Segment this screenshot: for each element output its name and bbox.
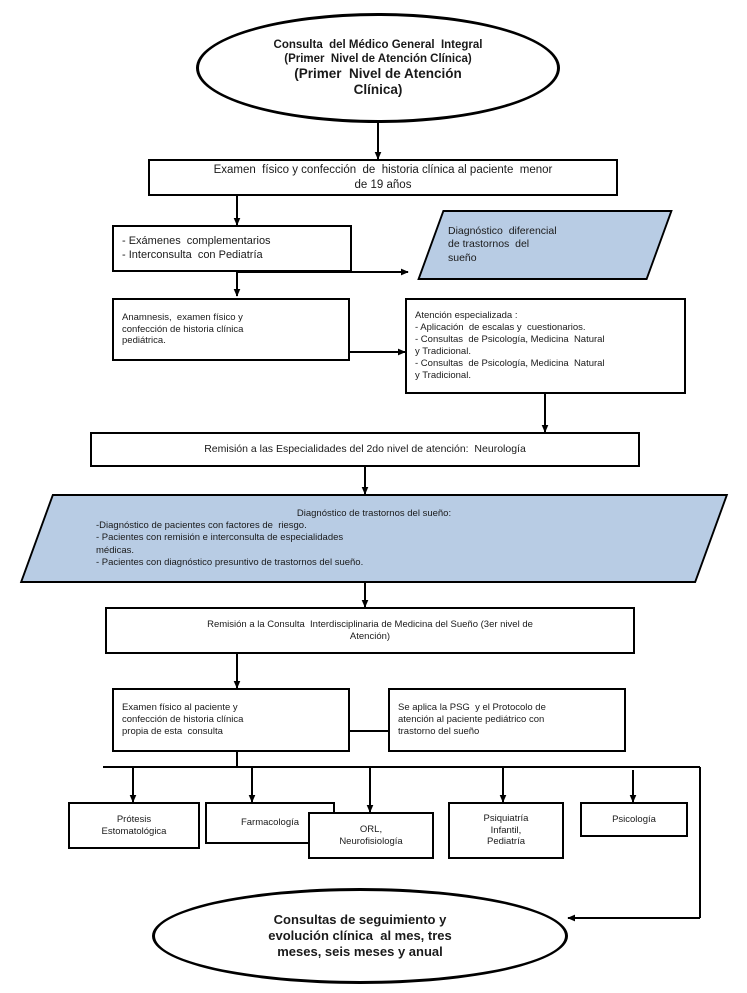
exam-physical-box: Examen físico y confección de historia c…: [148, 159, 618, 196]
differential-diagnosis-parallelogram: Diagnóstico diferencial de trastornos de…: [417, 210, 673, 280]
psiquiatria-line-1: Psiquiatría: [483, 812, 529, 824]
exam-line-1: Examen físico y confección de historia c…: [213, 164, 553, 177]
protesis-line-1: Prótesis: [116, 813, 152, 825]
anamnesis-line-2: confección de historia clínica: [122, 323, 244, 335]
consultation-exam-box: Examen físico al paciente y confección d…: [112, 688, 350, 752]
farmacologia-line-1: Farmacología: [240, 817, 300, 829]
psg-protocol-box: Se aplica la PSG y el Protocolo de atenc…: [388, 688, 626, 752]
specialty-box-protesis: Prótesis Estomatológica: [68, 802, 200, 849]
atencion-line-5: - Consultas de Psicología, Medicina Natu…: [415, 357, 605, 369]
anamnesis-box: Anamnesis, examen físico y confección de…: [112, 298, 350, 361]
diag-trastornos-line-4: - Pacientes con diagnóstico presuntivo d…: [96, 557, 364, 569]
diag-diferencial-line-1: Diagnóstico diferencial: [448, 224, 557, 237]
end-line-3: meses, seis meses y anual: [277, 943, 443, 959]
specialty-box-psiquiatria: Psiquiatría Infantil, Pediatría: [448, 802, 564, 859]
referral-third-level-box: Remisión a la Consulta Interdisciplinari…: [105, 607, 635, 654]
psicologia-line-1: Psicología: [612, 813, 656, 825]
specialty-box-orl: ORL, Neurofisiología: [308, 812, 434, 859]
examen-consulta-line-1: Examen físico al paciente y: [122, 702, 238, 714]
specialty-box-psicologia: Psicología: [580, 802, 688, 837]
start-line-2: (Primer Nivel de Atención Clínica): [284, 52, 472, 65]
anamnesis-line-1: Anamnesis, examen físico y: [122, 311, 243, 323]
start-line-1: Consulta del Médico General Integral: [273, 38, 483, 51]
complementarios-line-2: - Interconsulta con Pediatría: [122, 248, 263, 261]
examen-consulta-line-3: propia de esta consulta: [122, 725, 223, 737]
specialized-care-box: Atención especializada : - Aplicación de…: [405, 298, 686, 394]
complementary-exams-box: - Exámenes complementarios - Interconsul…: [112, 225, 352, 272]
diag-trastornos-line-2: - Pacientes con remisión e interconsulta…: [96, 532, 344, 544]
examen-consulta-line-2: confección de historia clínica: [122, 714, 244, 726]
psg-line-3: trastorno del sueño: [398, 725, 480, 737]
start-line-3: (Primer Nivel de Atención: [294, 65, 462, 81]
exam-line-2: de 19 años: [354, 178, 412, 191]
end-line-2: evolución clínica al mes, tres: [268, 928, 452, 944]
remision-3er-line-2: Atención): [349, 630, 391, 642]
psiquiatria-line-3: Pediatría: [486, 836, 526, 848]
atencion-line-6: y Tradicional.: [415, 369, 471, 381]
end-terminator: Consultas de seguimiento y evolución clí…: [152, 888, 568, 984]
diag-trastornos-line-3: médicas.: [96, 544, 135, 556]
atencion-line-4: y Tradicional.: [415, 346, 471, 357]
sleep-disorder-diagnosis-parallelogram: Diagnóstico de trastornos del sueño: -Di…: [19, 494, 729, 583]
start-terminator: Consulta del Médico General Integral (Pr…: [196, 13, 560, 123]
psg-line-1: Se aplica la PSG y el Protocolo de: [398, 702, 546, 714]
diag-trastornos-title: Diagnóstico de trastornos del sueño:: [296, 507, 452, 519]
diag-diferencial-line-2: de trastornos del: [448, 238, 530, 251]
psg-line-2: atención al paciente pediátrico con: [398, 714, 545, 726]
atencion-line-3: - Consultas de Psicología, Medicina Natu…: [415, 334, 605, 346]
atencion-line-2: - Aplicación de escalas y cuestionarios.: [415, 322, 586, 334]
start-line-4: Clínica): [353, 82, 403, 98]
protesis-line-2: Estomatológica: [101, 825, 167, 837]
diag-diferencial-line-3: sueño: [448, 251, 477, 264]
remision-2do-line-1: Remisión a las Especialidades del 2do ni…: [204, 442, 526, 455]
diag-trastornos-line-1: -Diagnóstico de pacientes con factores d…: [96, 519, 307, 531]
end-line-1: Consultas de seguimiento y: [273, 912, 447, 928]
orl-line-2: Neurofisiología: [339, 835, 403, 847]
referral-second-level-box: Remisión a las Especialidades del 2do ni…: [90, 432, 640, 467]
remision-3er-line-1: Remisión a la Consulta Interdisciplinari…: [207, 618, 533, 630]
atencion-line-1: Atención especializada :: [415, 310, 518, 322]
orl-line-1: ORL,: [359, 823, 383, 835]
complementarios-line-1: - Exámenes complementarios: [122, 234, 271, 247]
anamnesis-line-3: pediátrica.: [122, 335, 166, 347]
psiquiatria-line-2: Infantil,: [490, 824, 522, 836]
